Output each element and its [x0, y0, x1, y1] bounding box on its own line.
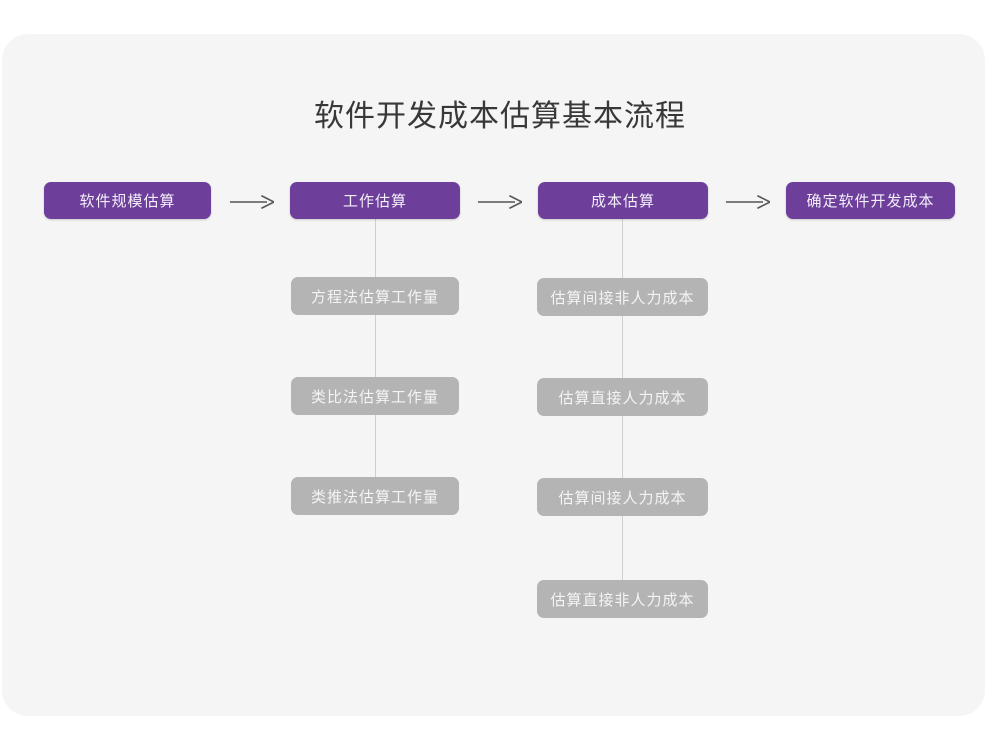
sub-step-1-1[interactable]: 方程法估算工作量	[291, 277, 459, 315]
sub-step-2-1[interactable]: 估算间接非人力成本	[537, 278, 708, 316]
sub-step-2-2[interactable]: 估算直接人力成本	[537, 378, 708, 416]
branch-connector-1	[375, 219, 376, 509]
flow-arrow-icon-3	[726, 192, 770, 212]
sub-step-1-3[interactable]: 类推法估算工作量	[291, 477, 459, 515]
page-title: 软件开发成本估算基本流程	[314, 99, 686, 134]
main-step-4[interactable]: 确定软件开发成本	[786, 182, 955, 219]
diagram-card	[2, 34, 985, 716]
main-step-3[interactable]: 成本估算	[538, 182, 708, 219]
sub-step-2-3[interactable]: 估算间接人力成本	[537, 478, 708, 516]
flow-arrow-icon-2	[478, 192, 522, 212]
sub-step-1-2[interactable]: 类比法估算工作量	[291, 377, 459, 415]
main-step-2[interactable]: 工作估算	[290, 182, 460, 219]
sub-step-2-4[interactable]: 估算直接非人力成本	[537, 580, 708, 618]
main-step-1[interactable]: 软件规模估算	[44, 182, 211, 219]
flow-arrow-icon-1	[230, 192, 274, 212]
